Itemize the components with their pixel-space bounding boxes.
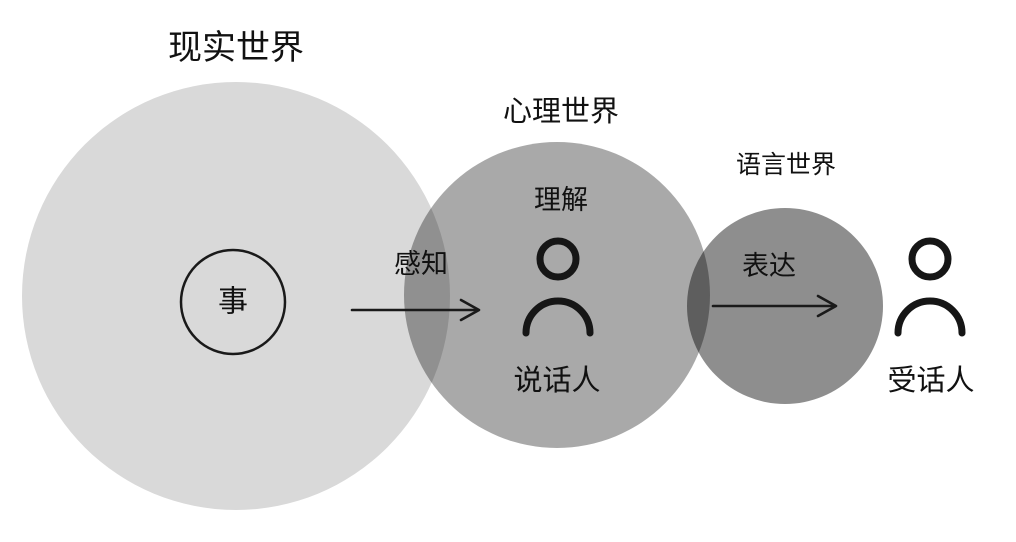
event-label: 事	[218, 285, 248, 319]
event-circle	[179, 248, 287, 356]
listener-person-icon	[894, 237, 966, 337]
speaker-label: 说话人	[513, 365, 601, 397]
expression-arrow	[711, 294, 838, 318]
mental-world-circle	[404, 142, 710, 448]
real-world-label: 现实世界	[168, 29, 304, 67]
listener-label: 受话人	[887, 365, 975, 397]
language-world-label: 语言世界	[735, 151, 837, 179]
expression-label: 表达	[742, 251, 796, 281]
mental-world-label: 心理世界	[502, 96, 620, 128]
speaker-person-icon	[522, 237, 594, 337]
real-world-circle	[22, 82, 450, 510]
understanding-label: 理解	[534, 185, 588, 215]
perception-arrow	[350, 298, 481, 322]
perception-label: 感知	[394, 249, 448, 279]
